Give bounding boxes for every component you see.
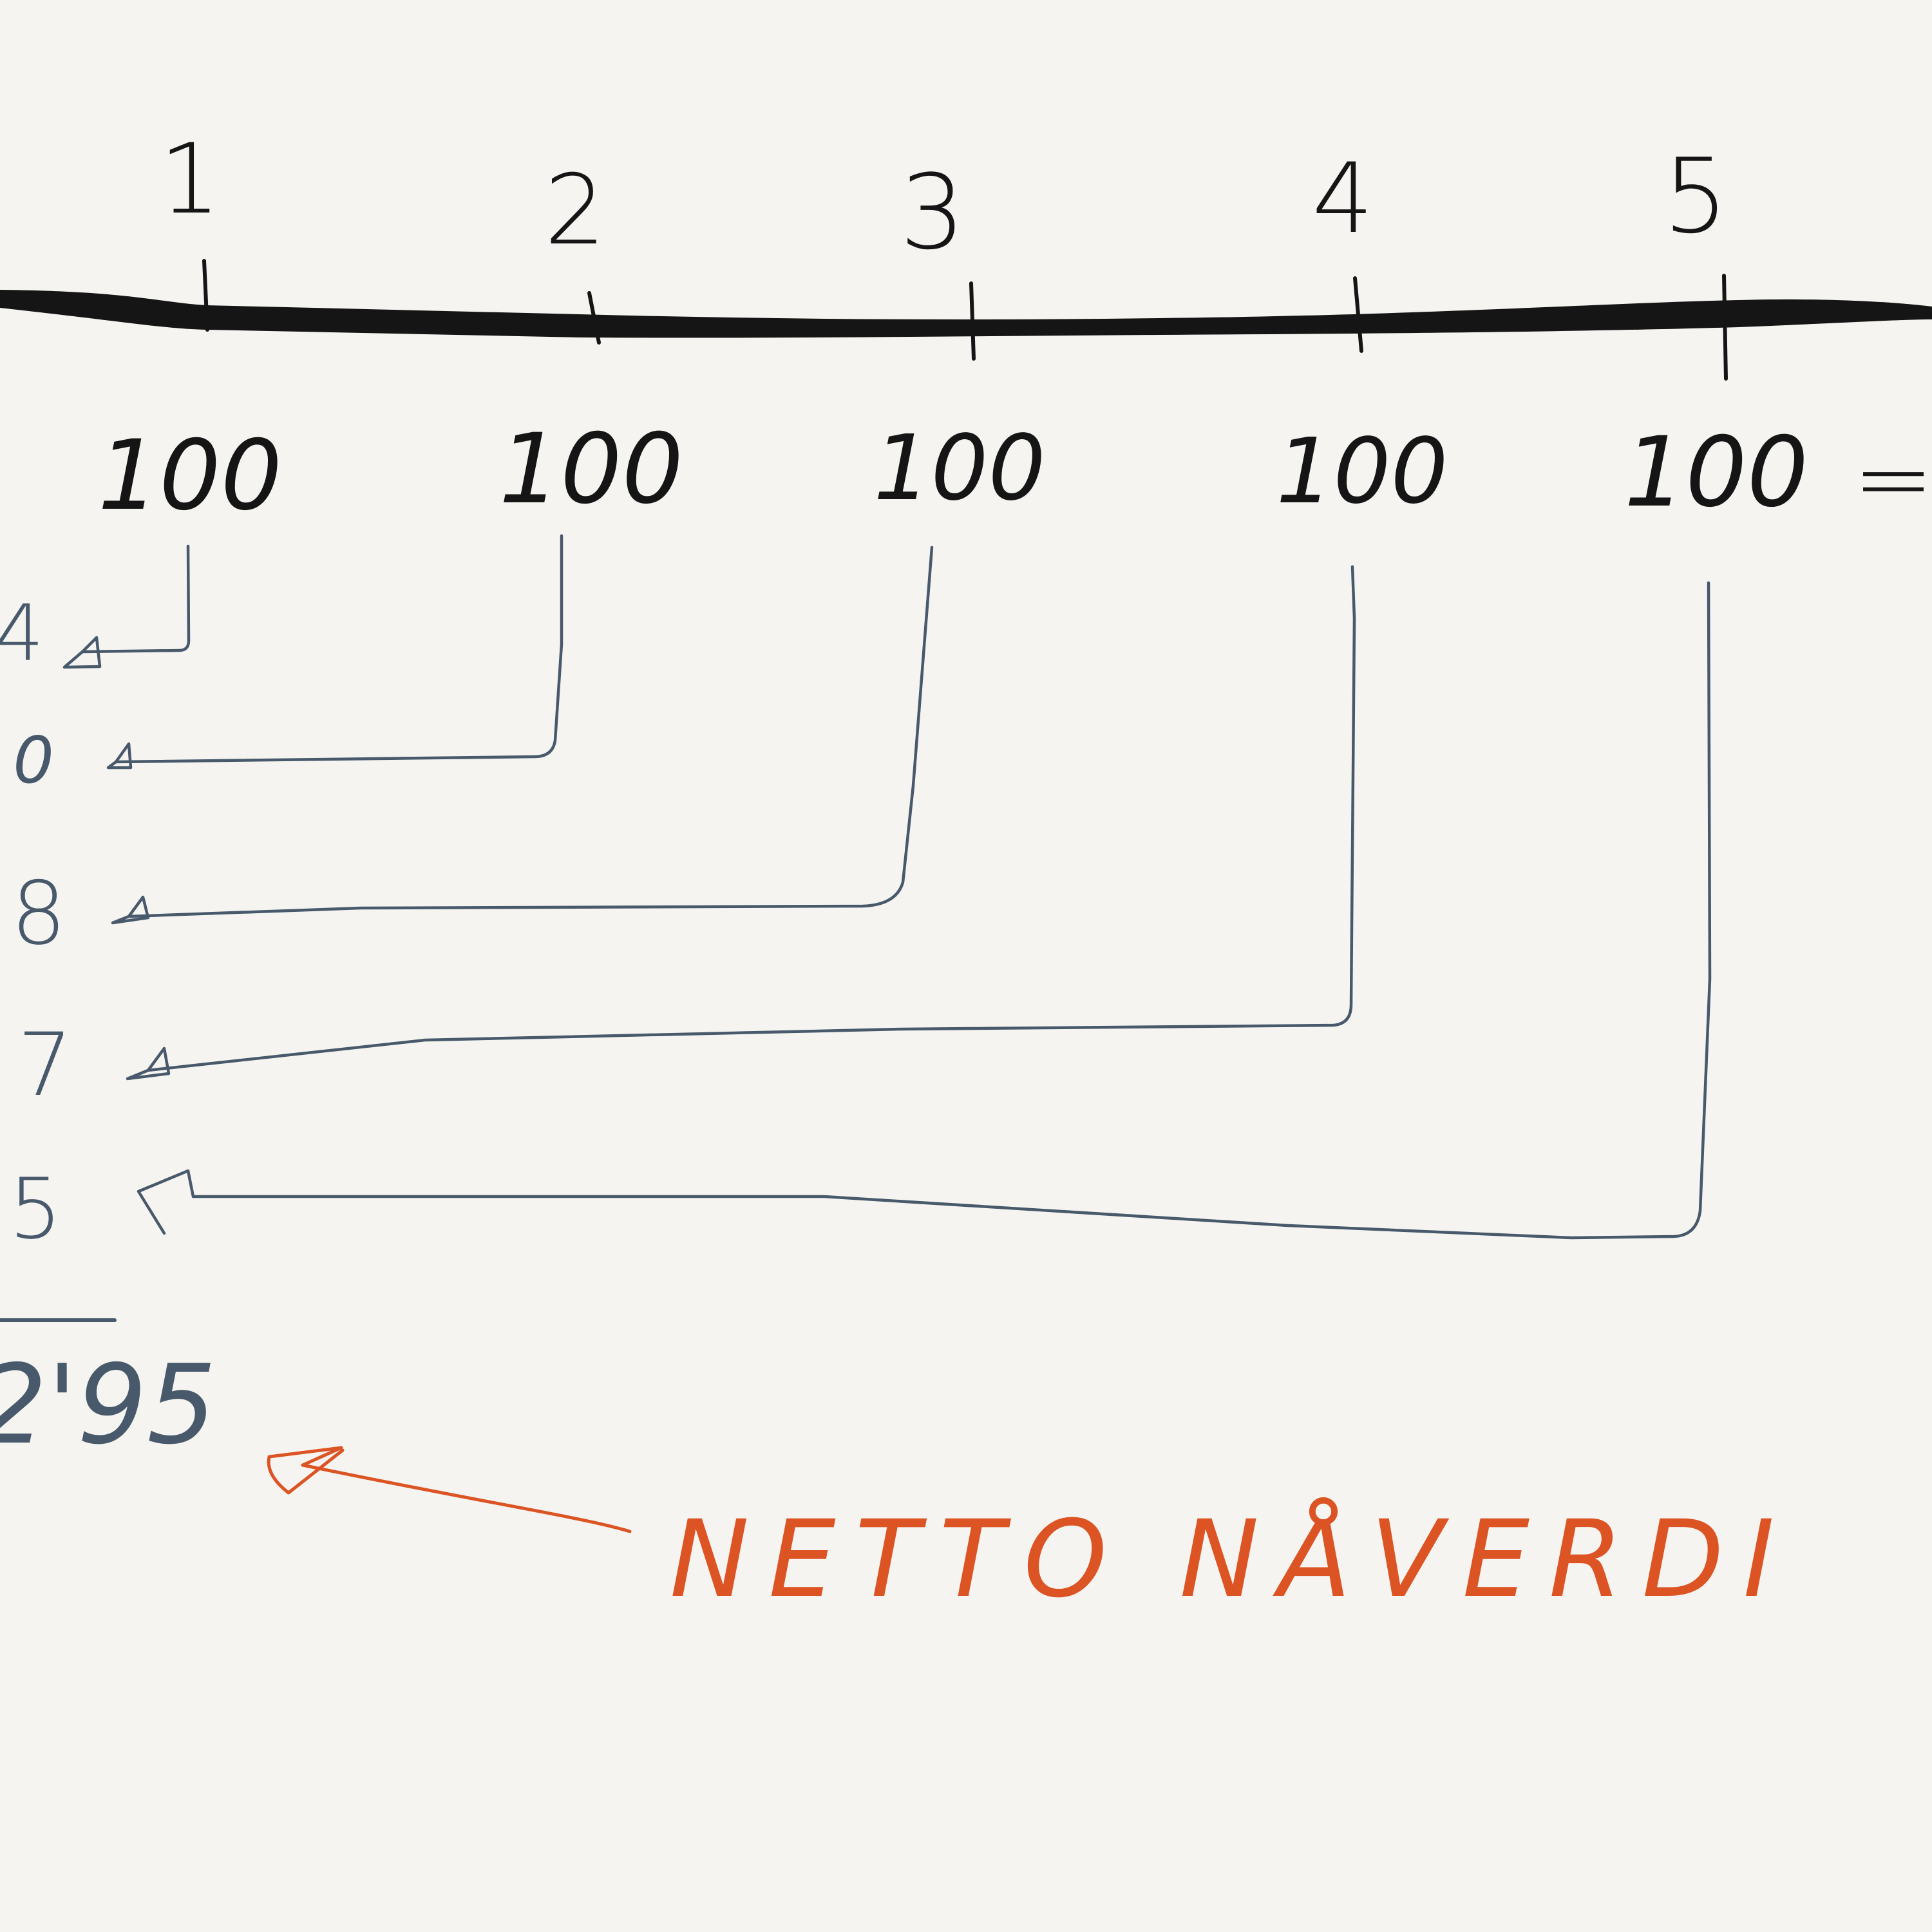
arrow-head [137,1169,195,1235]
discounted-value: 0 [13,723,54,798]
tick-mark [969,281,976,361]
annotation-arrow [267,1446,632,1533]
arrow-head [111,895,150,925]
timeline-ticks [202,259,1728,381]
discounted-value: 7 [17,1014,73,1115]
equals-sign: = [1853,423,1932,535]
discount-arrow [146,565,1356,1072]
arrow-head [106,742,133,770]
tick-mark [1353,276,1363,353]
cashflow-label: 100 [98,420,282,532]
discounted-values: 4 0 8 7 5 [0,589,73,1258]
arrow-head [126,1046,171,1081]
tick-mark [202,259,209,332]
cashflow-label: 100 [1276,419,1448,524]
npv-annotation: NETTO NÅVERDI [670,1497,1794,1621]
discounted-value: 4 [0,589,44,679]
period-label: 3 [900,152,965,272]
period-label: 4 [1312,143,1373,255]
period-label: 1 [159,124,220,236]
arrow-head [62,636,102,669]
period-label: 2 [544,155,605,267]
discount-arrows [62,534,1712,1240]
tick-mark [1722,274,1728,381]
cashflow-label: 100 [499,413,683,526]
cashflow-labels: 100 100 100 100 100 = [98,413,1932,535]
discount-arrow [80,544,191,654]
npv-total: 2'95 [0,1341,216,1469]
annotation-arrow-line [301,1463,632,1533]
discounted-value: 5 [9,1160,62,1258]
tick-mark [587,291,601,345]
arrow-head [267,1446,345,1495]
cashflow-label: 100 [1624,417,1808,529]
period-labels: 1 2 3 4 5 [159,124,1728,272]
cashflow-label: 100 [873,416,1045,521]
period-label: 5 [1663,136,1728,256]
discounted-value: 8 [11,863,66,964]
discount-arrow [114,534,564,764]
discount-arrow [127,545,934,918]
timeline-axis [0,290,1932,338]
discount-arrow [191,581,1712,1240]
